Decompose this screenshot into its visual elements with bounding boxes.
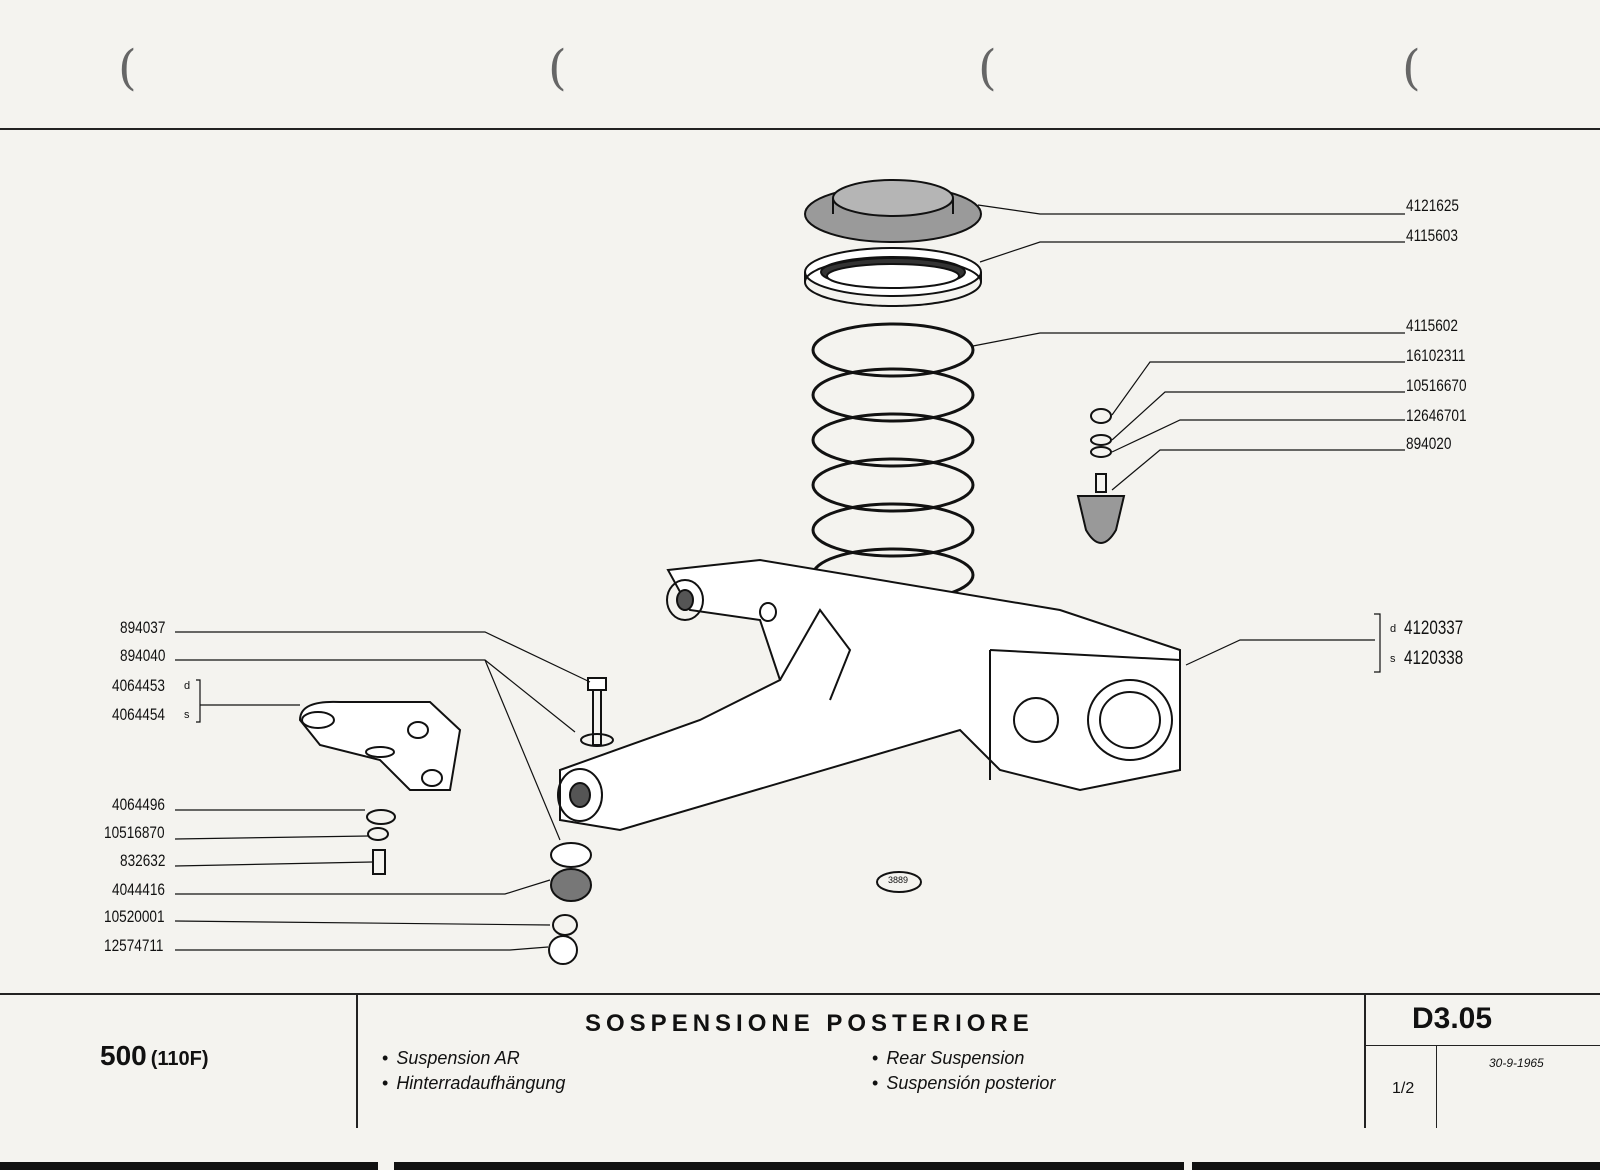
punch-hole-mark: ( [118,40,137,96]
divider [1364,993,1366,1128]
part-number-label: 4121625 [1406,196,1459,215]
title-german: Hinterradaufhängung [382,1073,565,1094]
punch-hole-mark: ( [548,40,567,96]
washer-4064496 [366,809,396,825]
bump-stop-894020 [1076,408,1126,544]
leader-lines [174,204,1405,951]
spring-seat-4121625 [804,179,982,243]
part-number-label: 16102311 [1406,346,1466,365]
part-number-label: 4115602 [1406,316,1458,335]
screw-832632 [372,849,386,875]
divider [356,993,358,1128]
part-number-label: 4115603 [1406,226,1458,245]
part-number-label: 12646701 [1406,406,1467,425]
part-number-label: 4064496 [112,795,165,814]
title-english: Rear Suspension [872,1048,1024,1069]
part-number-label: 10520001 [104,907,165,926]
figure-number-oval [876,871,922,893]
part-number-label: 10516670 [1406,376,1467,395]
punch-hole-mark: ( [1402,40,1421,96]
part-number-label: 894040 [120,646,166,665]
title-spanish: Suspensión posterior [872,1073,1055,1094]
footer-bar [1192,1162,1600,1170]
bush-4044416 [550,842,592,902]
page-title: SOSPENSIONE POSTERIORE [585,1010,1034,1037]
part-number-label: 894020 [1406,434,1452,453]
nut-12574711 [548,935,578,965]
footer-bar [394,1162,1184,1170]
punch-hole-mark: ( [978,40,997,96]
rubber-ring-4115603 [804,247,982,307]
top-rule [0,128,1600,130]
bracket-4064453 [298,700,462,791]
part-number-label: 832632 [120,851,166,870]
divider [1436,1045,1437,1128]
footer-bar [0,1162,378,1170]
title-french: Suspension AR [382,1048,519,1069]
part-number-label: 894037 [120,618,166,637]
part-number-label: 4044416 [112,880,165,899]
divider [1364,1045,1600,1046]
model-code: (110F) [150,1048,209,1070]
part-number-label: 12574711 [104,936,164,955]
exploded-diagram [174,179,1405,965]
model-label: 500(110F) [100,1040,209,1072]
revision-date: 30-9-1965 [1489,1056,1544,1070]
section-code: D3.05 [1412,1002,1493,1035]
sheet-number: 1/2 [1392,1080,1415,1097]
title-block [0,993,1600,1130]
coil-spring-4115602 [811,322,975,603]
model-number: 500 [100,1040,147,1071]
washer-10516870 [367,827,389,841]
washer-10520001 [552,914,578,936]
trailing-arm-4120337 [557,558,1181,832]
part-number-label: 10516870 [104,823,165,842]
figure-number: 3889 [888,875,909,885]
bolt-894037 [580,677,614,747]
